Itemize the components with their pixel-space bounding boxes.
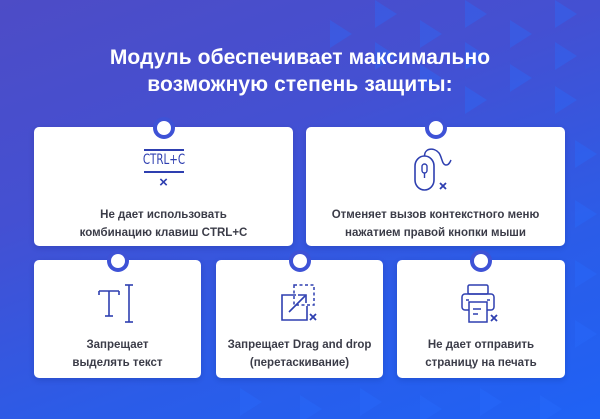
feature-label: Запрещает Drag and drop (перетаскивание) [227, 339, 372, 369]
title-line-1: Модуль обеспечивает максимально [109, 46, 491, 69]
feature-card-print: Не дает отправить страницу на печать [397, 250, 565, 378]
mouse-blocked-icon [406, 145, 466, 197]
feature-card-text-select: Запрещает выделять текст [34, 250, 201, 378]
feature-card-ctrl-c: CTRL+C × Не дает использовать комбинацию… [34, 117, 293, 246]
card-notch-dot [156, 121, 171, 135]
ctrl-c-key-label: CTRL+C [142, 152, 185, 168]
drag-drop-blocked-icon [275, 282, 325, 326]
card-notch-dot [110, 254, 125, 268]
card-notch-dot [428, 121, 443, 135]
feature-card-drag-drop: Запрещает Drag and drop (перетаскивание) [216, 250, 383, 378]
title-line-2: возможную степень защиты: [147, 73, 453, 96]
card-notch-dot [474, 254, 488, 268]
card-notch-dot [292, 254, 307, 268]
ctrl-c-blocked-icon: CTRL+C × [134, 149, 194, 199]
feature-label: Отменяет вызов контекстного меню нажатие… [331, 209, 540, 239]
blocked-x-mark: × [159, 174, 168, 191]
feature-label: Не дает отправить страницу на печать [425, 339, 537, 369]
printer-blocked-icon [456, 282, 506, 326]
feature-label: Запрещает выделять текст [72, 339, 163, 369]
page-title: Модуль обеспечивает максимально возможну… [0, 44, 600, 98]
text-cursor-icon [93, 282, 143, 326]
feature-label: Не дает использовать комбинацию клавиш C… [79, 209, 248, 239]
feature-card-context-menu: Отменяет вызов контекстного меню нажатие… [306, 117, 565, 246]
